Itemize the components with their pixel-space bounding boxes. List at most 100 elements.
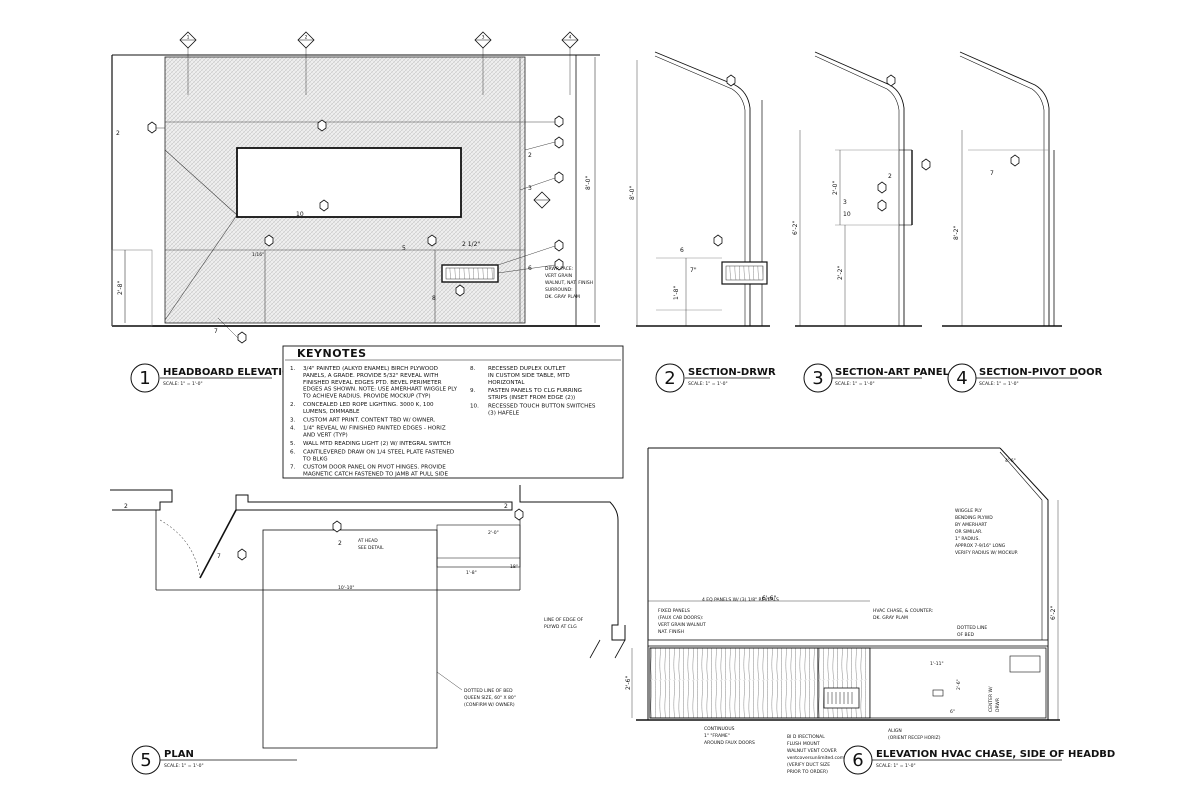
svg-text:PRIOR TO ORDER): PRIOR TO ORDER) [787,769,828,775]
keynote-text: CUSTOM DOOR PANEL ON PIVOT HINGES. PROVI… [303,465,446,471]
d3-c: 2'-2" [837,266,844,280]
keynote-number: 4. [290,426,296,432]
d6-e: 2'-6" [956,679,962,690]
d6-f: 6" [950,709,955,715]
art-panel [236,147,462,218]
svg-text:CONTINUOUS: CONTINUOUS [704,726,735,732]
d6-c: 2'-6" [625,676,632,690]
svg-text:4: 4 [569,35,572,41]
d3-b: 6'-2" [792,221,799,235]
center-drwr-note: CENTER W/ DRWR [988,686,1001,712]
svg-text:ventcoversunlimited.com: ventcoversunlimited.com [787,755,844,761]
keynotes-title: KEYNOTES [297,347,367,360]
wiggle-ply-note: WIGGLE PLY BENDING PLYWD BY AMERHART OR … [955,508,1018,556]
d5-a: 2'-0" [488,530,499,536]
at-head-note: AT HEAD [358,538,378,544]
d5-d: 18" [510,564,518,570]
svg-text:ALIGN: ALIGN [888,728,902,734]
svg-text:OF BED: OF BED [957,632,974,638]
drawing-1-title: HEADBOARD ELEVATION [163,367,299,378]
d6-d: 1'-11" [930,661,944,667]
keynote-text: WALL MTD READING LIGHT (2) W/ INTEGRAL S… [303,441,451,447]
svg-text:3: 3 [482,35,485,41]
keynote-number: 2. [290,402,296,408]
svg-text:WALNUT, NAT. FINISH: WALNUT, NAT. FINISH [545,280,593,286]
headboard-elevation: 1 2 3 4 [111,31,600,393]
svg-text:APPROX 7-9/16" LONG: APPROX 7-9/16" LONG [955,543,1006,549]
keynote-number: 8. [470,366,476,372]
drawing-3-number: 3 [812,368,823,389]
note-10: 10 [296,211,304,218]
keynote-number: 1. [290,366,296,372]
keynote-text: (3) HAFELE [488,410,520,416]
keynote-text: TO BLKG [302,456,328,462]
note-7: 7 [214,328,218,335]
svg-text:1" RADIUS.: 1" RADIUS. [955,536,980,542]
d6-g: 4'-6" [1005,458,1016,464]
keynote-text: RECESSED DUPLEX OUTLET [488,366,566,372]
d2-b: 1'-8" [673,286,680,300]
svg-text:AROUND FAUX DOORS: AROUND FAUX DOORS [704,740,755,746]
svg-text:1" "FRAME": 1" "FRAME" [704,733,730,739]
d6-b: 6'-2" [1050,606,1057,620]
svg-text:VERT GRAIN: VERT GRAIN [545,273,572,279]
d3-note2: 2 [888,173,892,180]
svg-text:(FAUX CAB DOORS):: (FAUX CAB DOORS): [658,615,703,621]
plan-note2: 2 [124,503,128,510]
dim-sixteen: 1/16" [252,252,264,258]
keynote-number: 10. [470,404,479,410]
keynote-text: EDGES AS SHOWN. NOTE: USE AMERHART WIGGL… [303,387,458,393]
keynote-text: 3/4" PAINTED (ALKYD ENAMEL) BIRCH PLYWOO… [303,366,438,372]
drawing-5-number: 5 [140,750,151,771]
svg-text:WALNUT VENT COVER: WALNUT VENT COVER [787,748,837,754]
keynote-text: RECESSED TOUCH BUTTON SWITCHES [488,404,596,410]
svg-text:FIXED PANELS: FIXED PANELS [658,608,690,614]
d4-note7: 7 [990,170,994,177]
section-pivot-door: 8'-2" 7 4 SECTION-PIVOT DOOR SCALE: 1" =… [942,51,1103,393]
svg-text:PLYWD AT CLG: PLYWD AT CLG [544,624,577,630]
dim-2ft8: 2'-8" [117,281,124,295]
drawing-6-title: ELEVATION HVAC CHASE, SIDE OF HEADBD [876,749,1115,760]
drwr-face-note: DRWR FACE: VERT GRAIN WALNUT, NAT. FINIS… [545,266,593,300]
note-6: 6 [528,265,532,272]
line-of-edge-note: LINE OF EDGE OF PLYWD AT CLG [544,617,584,630]
elevation-hvac-chase: 6'-6" 6'-2" 2'-6" 1'-11" 2'-6" 6" 4'-6" … [625,447,1115,775]
d4-a: 8'-2" [953,226,960,240]
keynote-number: 3. [290,417,296,423]
svg-text:FLUSH MOUNT: FLUSH MOUNT [787,741,820,747]
keynote-text: CANTILEVERED DRAW ON 1/4 STEEL PLATE FAS… [303,449,454,455]
svg-text:DRWR FACE:: DRWR FACE: [545,266,573,272]
svg-text:BI D IRECTIONAL: BI D IRECTIONAL [787,734,825,740]
note-8: 8 [432,295,436,302]
plan: 2 2 2 7 AT HEAD SEE DETAIL 2'-0" 10'-10"… [110,485,626,775]
note-3: 3 [528,185,532,192]
keynote-text: FASTEN PANELS TO CLG FURRING [488,388,582,394]
d2-note6: 6 [680,247,684,254]
eq-panels-note: 4 EQ PANELS W/ (3) 1/8" REVEALS [702,597,779,603]
d3-note3: 3 [843,199,847,206]
drawing-6-scale: SCALE: 1" = 1'-0" [876,763,916,769]
bed-outline [262,529,438,749]
plan-note7: 7 [217,553,221,560]
svg-text:2: 2 [305,35,308,41]
continuous-frame-note: CONTINUOUS 1" "FRAME" AROUND FAUX DOORS [704,726,755,746]
dim-8ft: 8'-0" [585,176,592,190]
svg-text:1: 1 [187,35,190,41]
keynote-text: HORIZONTAL [488,380,525,386]
d3-note10: 10 [843,211,851,218]
keynote-text: 1/4" REVEAL W/ FINISHED PAINTED EDGES - … [303,426,446,432]
plan-note2b: 2 [504,503,508,510]
drawing-3-scale: SCALE: 1" = 1'-0" [835,381,875,387]
d6-a: 6'-6" [762,595,776,602]
svg-text:DOTTED LINE OF BED: DOTTED LINE OF BED [464,688,513,694]
svg-text:(ORIENT RECEP HORIZ): (ORIENT RECEP HORIZ) [888,735,941,741]
align-note: ALIGN (ORIENT RECEP HORIZ) [888,728,941,741]
faux-cab-doors [649,647,819,719]
keynote-text: LUMENS, DIMMABLE [303,409,360,415]
note-5: 5 [402,245,406,252]
d2-a: 7" [690,267,697,274]
drawing-3-title: SECTION-ART PANEL [835,367,950,378]
svg-text:BY AMERHART: BY AMERHART [955,522,987,528]
drawing-5-scale: SCALE: 1" = 1'-0" [164,763,204,769]
